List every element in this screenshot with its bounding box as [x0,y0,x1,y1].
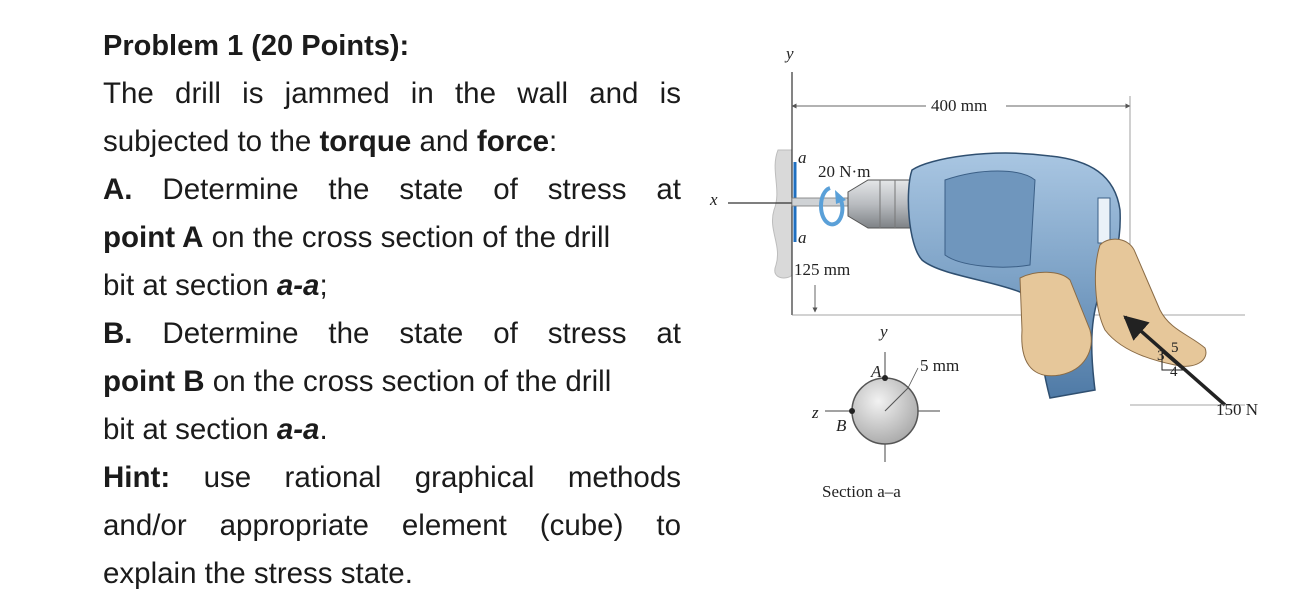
section-caption: Section a–a [822,482,901,501]
section-aa-b: a-a [276,413,320,446]
part-a-line-1: A. Determine the state of stress at [103,166,681,214]
intro-text-1: The drill is jammed in the wall and is [103,77,681,110]
radius-line [884,387,909,412]
slope-4-label: 4 [1170,364,1178,380]
part-a-text-2: on the cross section of the drill [203,221,611,254]
drill-chuck [847,179,916,229]
section-aa-a: a-a [276,269,320,302]
radius-label: 5 mm [920,356,960,375]
force-label: 150 N [1216,400,1259,419]
axis-x-label: x [710,190,718,209]
length-dimension: 400 mm [931,96,988,115]
hint-label: Hint: [103,461,171,494]
point-a-label: A [871,362,882,381]
hint-text-1: use rational graphical methods [170,461,681,494]
hint-line-3: explain the stress state. [103,550,681,598]
slope-triangle [1161,350,1185,371]
drill-vent [1097,197,1111,244]
intro-text-2e: : [549,125,558,158]
part-b-line-3: bit at section a-a. [103,406,681,454]
part-b-text-3c: . [319,413,328,446]
drill-diagram [728,72,1245,462]
part-b-text-3: bit at section [103,413,277,446]
hint-text-2: and/or appropriate element (cube) to [103,509,681,542]
torque-arrow [819,186,845,227]
section-y-label: y [880,322,888,341]
part-a-label: A. [103,173,133,206]
point-b-word: point B [103,365,205,398]
drill-figure: y x a a 20 N·m 400 mm 125 mm 150 N 3 4 5… [690,30,1290,590]
slope-3-label: 3 [1157,348,1165,364]
drill-body-panel [944,170,1036,268]
part-a-text-3: bit at section [103,269,277,302]
part-a-line-2: point A on the cross section of the dril… [103,214,681,262]
intro-text-2c: and [411,125,477,158]
part-b-label: B. [103,317,133,350]
force-word: force [476,125,550,158]
part-b-line-2: point B on the cross section of the dril… [103,358,681,406]
torque-label: 20 N·m [818,162,871,181]
hand [1019,271,1092,377]
radius-leader [907,367,919,389]
hint-text-3: explain the stress state. [103,557,413,590]
problem-title: Problem 1 (20 Points): [103,30,410,62]
point-b-dot [849,408,855,414]
part-b-line-1: B. Determine the state of stress at [103,310,681,358]
wall [772,149,793,279]
section-mark-top: a [798,148,807,167]
hint-line-2: and/or appropriate element (cube) to [103,502,681,550]
section-z-label: z [812,403,819,422]
hand-thumb [1094,238,1207,367]
intro-line-1: The drill is jammed in the wall and is [103,70,681,118]
part-a-text-1: Determine the state of stress at [132,173,681,206]
point-a-dot [882,375,888,381]
intro-line-2: subjected to the torque and force: [103,118,681,166]
point-b-label: B [836,416,847,435]
part-a-text-3c: ; [319,269,328,302]
hint-line-1: Hint: use rational graphical methods [103,454,681,502]
torque-word: torque [319,125,412,158]
height-dimension: 125 mm [794,260,851,279]
torque-arrowhead [835,190,846,204]
intro-text-2a: subjected to the [103,125,320,158]
force-arrow [1123,315,1227,407]
section-mark-bottom: a [798,228,807,247]
part-b-text-2: on the cross section of the drill [204,365,612,398]
slope-5-label: 5 [1171,340,1179,356]
axis-y-label: y [786,44,794,63]
problem-text: Problem 1 (20 Points): The drill is jamm… [103,22,681,598]
part-a-line-3: bit at section a-a; [103,262,681,310]
point-a-word: point A [103,221,204,254]
part-b-text-1: Determine the state of stress at [132,317,681,350]
